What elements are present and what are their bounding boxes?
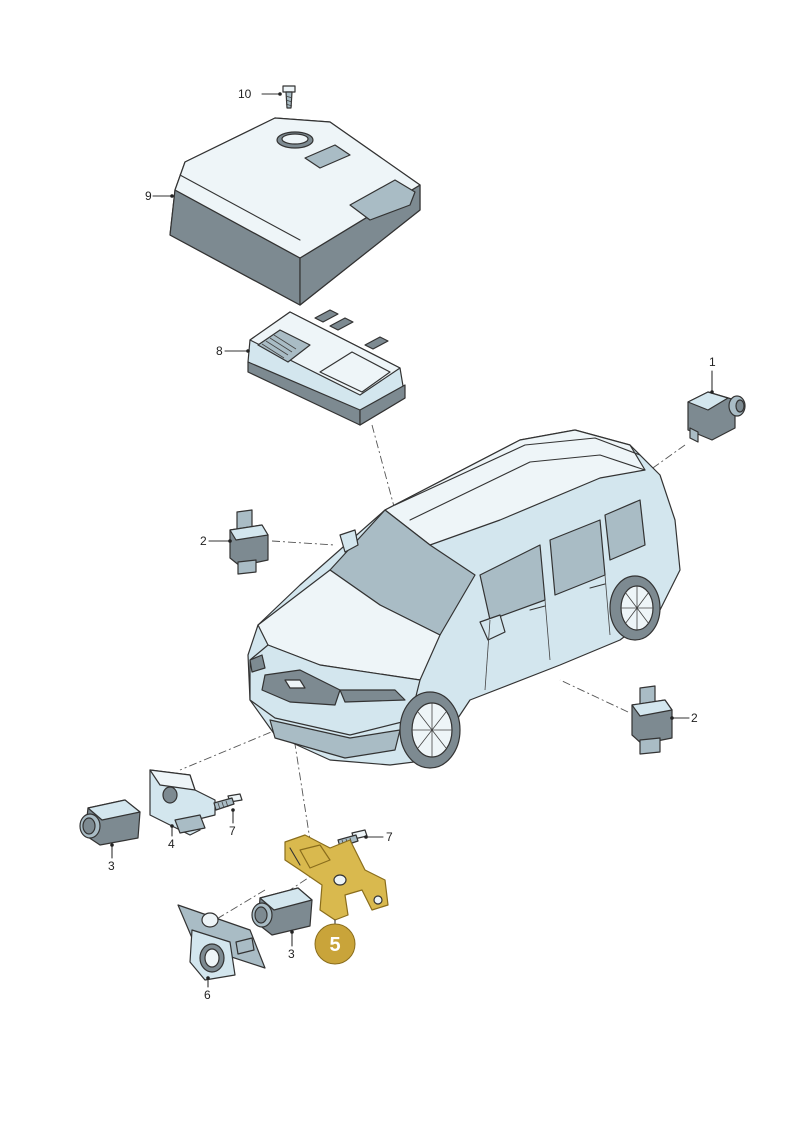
vehicle-suv [247,429,681,769]
part-2-sensor-right [631,685,673,755]
callout-9[interactable]: 9 [145,189,174,203]
part-3-camera-lower [251,887,313,936]
callout-1-label: 1 [709,355,716,369]
callout-7-right[interactable]: 7 [364,830,393,844]
callout-1[interactable]: 1 [709,355,716,394]
callout-4[interactable]: 4 [168,824,175,851]
callout-7-left[interactable]: 7 [229,808,236,838]
callout-2-right[interactable]: 2 [670,711,698,725]
callout-7-left-label: 7 [229,824,236,838]
callout-3-lower-label: 3 [288,947,295,961]
callout-8-label: 8 [216,344,223,358]
callout-3-left[interactable]: 3 [108,843,115,873]
callout-6[interactable]: 6 [204,976,211,1002]
callout-9-label: 9 [145,189,152,203]
highlight-badge-circle [314,923,356,965]
callout-10-label: 10 [238,87,252,101]
callout-8[interactable]: 8 [216,344,250,358]
callout-6-label: 6 [204,988,211,1002]
callout-10[interactable]: 10 [238,87,282,101]
part-1-camera [687,391,746,443]
callout-4-label: 4 [168,837,175,851]
highlight-badge-number: 5 [329,934,340,956]
callout-3-lower[interactable]: 3 [288,930,295,961]
callout-2-right-label: 2 [691,711,698,725]
part-8-control-unit [247,309,406,426]
part-4-bracket [149,769,216,836]
part-6-mount-plate [177,904,266,981]
callout-2-left-label: 2 [200,534,207,548]
part-10-screw [282,85,296,109]
callout-7-right-label: 7 [386,830,393,844]
callout-3-left-label: 3 [108,859,115,873]
part-5-bracket-highlighted[interactable] [284,834,389,921]
callout-2-left[interactable]: 2 [200,534,232,548]
part-3-camera-left [79,799,141,846]
highlight-badge-5[interactable]: 5 [314,919,356,965]
part-9-cover [169,117,421,306]
part-2-sensor-left [229,509,269,575]
part-7-screw-left [213,793,243,811]
